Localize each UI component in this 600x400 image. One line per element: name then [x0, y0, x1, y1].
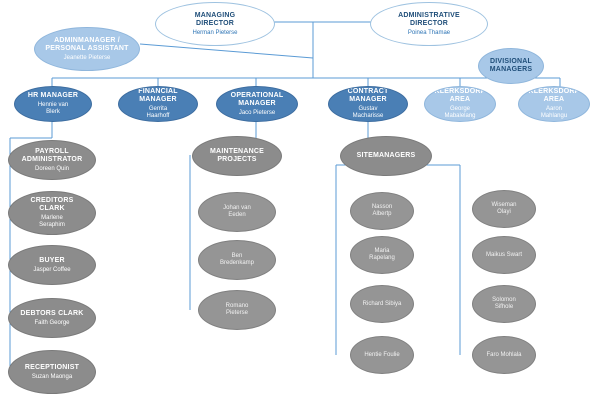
node-name: Gustav Macharisse	[352, 106, 384, 119]
node-title: ADMINMANAGER / PERSONAL ASSISTANT	[45, 36, 129, 52]
buyer-node: BUYER Jasper Coffee	[8, 245, 96, 285]
financial-manager-node: FINANCIAL MANAGER Gerrita Haarhoff	[118, 86, 198, 122]
maintenance-person-node: Romano Pieterse	[198, 290, 276, 330]
hr-manager-node: HR MANAGER Hennie van Blerk	[14, 86, 92, 122]
node-title: KLERKSDORP AREA	[434, 88, 486, 103]
node-title: PAYROLL ADMINISTRATOR	[21, 147, 83, 163]
maintenance-person-node: Ben Bredenkamp	[198, 240, 276, 280]
admin-manager-node: ADMINMANAGER / PERSONAL ASSISTANT Jeanet…	[34, 27, 140, 71]
node-name: George Mabalelang	[444, 106, 476, 119]
administrative-director-node: ADMINISTRATIVE DIRECTOR Poinea Thamae	[370, 2, 488, 46]
node-name: Solomon Sifhole	[492, 297, 516, 310]
node-title: FINANCIAL MANAGER	[138, 88, 178, 103]
site-manager-node: Wiseman Olayi	[472, 190, 536, 228]
site-manager-node: Nasson Albertp	[350, 192, 414, 230]
site-manager-node: Solomon Sifhole	[472, 285, 536, 323]
node-name: Ben Bredenkamp	[219, 253, 255, 266]
node-title: DEBTORS CLARK	[20, 309, 84, 317]
site-manager-node: Maikus Swart	[472, 236, 536, 274]
node-name: Maria Rapelang	[369, 248, 395, 261]
node-title: DIVISIONAL MANAGERS	[489, 58, 533, 73]
node-name: Doreen Quin	[34, 165, 70, 172]
maintenance-person-node: Johan van Eeden	[198, 192, 276, 232]
node-name: Nasson Albertp	[371, 204, 393, 217]
node-title: MAINTENANCE PROJECTS	[210, 148, 264, 163]
node-name: Marlene Seraphim	[39, 215, 65, 228]
node-name: Johan van Eeden	[223, 205, 251, 218]
divisional-managers-node: DIVISIONAL MANAGERS	[478, 48, 544, 84]
node-name: Hentie Foulie	[364, 351, 400, 358]
managing-director-node: MANAGING DIRECTOR Herman Pieterse	[155, 2, 275, 46]
node-title: BUYER	[39, 256, 65, 264]
maintenance-projects-node: MAINTENANCE PROJECTS	[192, 136, 282, 176]
node-title: MANAGING DIRECTOR	[194, 11, 236, 27]
node-title: CREDITORS CLARK	[30, 197, 74, 212]
node-title: ADMINISTRATIVE DIRECTOR	[398, 11, 460, 27]
site-manager-node: Richard Sibiya	[350, 285, 414, 323]
node-title: SITEMANAGERS	[356, 152, 416, 159]
node-name: Jasper Coffee	[33, 266, 71, 273]
node-title: CONTRACT MANAGER	[347, 88, 389, 103]
operational-manager-node: OPERATIONAL MANAGER Jaco Pieterse	[216, 86, 298, 122]
klerksdorp-area-node: KLERKSDORP AREA George Mabalelang	[424, 86, 496, 122]
node-title: OPERATIONAL MANAGER	[230, 91, 284, 107]
node-title: KLERKSDORP AREA	[528, 88, 580, 103]
node-name: Faro Mohlala	[486, 351, 522, 358]
node-name: Poinea Thamae	[407, 29, 451, 36]
node-name: Herman Pieterse	[192, 29, 238, 36]
site-manager-node: Faro Mohlala	[472, 336, 536, 374]
site-manager-node: Hentie Foulie	[350, 336, 414, 374]
node-name: Gerrita Haarhoff	[146, 106, 170, 119]
node-name: Wiseman Olayi	[491, 202, 517, 215]
site-manager-node: Maria Rapelang	[350, 236, 414, 274]
klerksdorp-area-node: KLERKSDORP AREA Aaron Mahlangu	[518, 86, 590, 122]
contract-manager-node: CONTRACT MANAGER Gustav Macharisse	[328, 86, 408, 122]
node-name: Faith George	[34, 319, 70, 326]
node-title: HR MANAGER	[27, 92, 79, 99]
node-title: RECEPTIONIST	[24, 363, 80, 371]
node-name: Aaron Mahlangu	[540, 106, 568, 119]
node-name: Jaco Pieterse	[238, 109, 276, 116]
node-name: Hennie van Blerk	[37, 102, 69, 115]
node-name: Suzan Maonga	[31, 373, 73, 380]
node-name: Richard Sibiya	[362, 300, 402, 307]
node-name: Maikus Swart	[485, 251, 522, 258]
debtors-clark-node: DEBTORS CLARK Faith George	[8, 298, 96, 338]
payroll-administrator-node: PAYROLL ADMINISTRATOR Doreen Quin	[8, 140, 96, 180]
site-managers-node: SITEMANAGERS	[340, 136, 432, 176]
node-name: Jeanette Pieterse	[63, 54, 111, 61]
receptionist-node: RECEPTIONIST Suzan Maonga	[8, 350, 96, 394]
node-name: Romano Pieterse	[225, 303, 249, 316]
creditors-clark-node: CREDITORS CLARK Marlene Seraphim	[8, 191, 96, 235]
